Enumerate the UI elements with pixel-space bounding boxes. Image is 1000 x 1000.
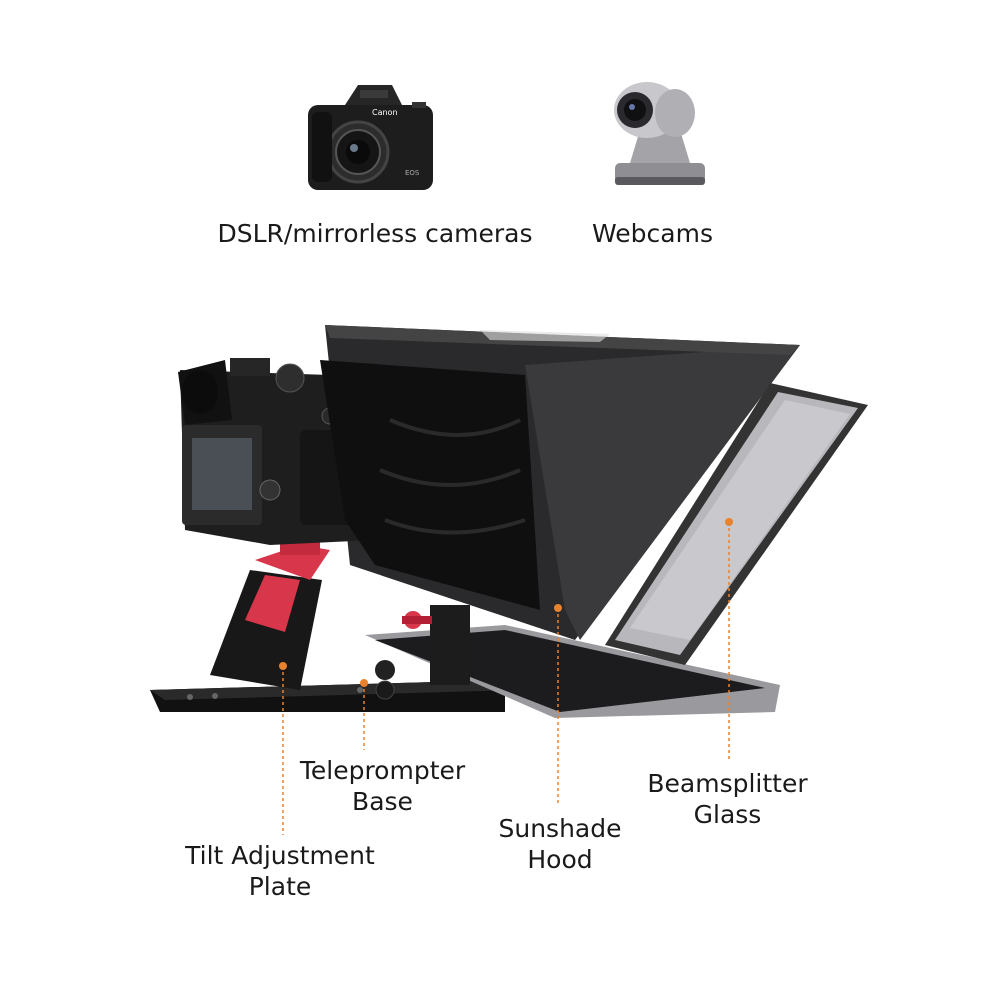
- sunshade-hood-line1: Sunshade: [498, 814, 622, 843]
- beamsplitter-label: Beamsplitter Glass: [640, 768, 815, 830]
- webcams-label: Webcams: [592, 219, 713, 248]
- teleprompter-base-label: Teleprompter Base: [290, 755, 475, 817]
- beamsplitter-line1: Beamsplitter: [647, 769, 808, 798]
- tilt-plate-line1: Tilt Adjustment: [185, 841, 375, 870]
- teleprompter-base-line1: Teleprompter: [299, 756, 466, 785]
- sunshade-hood-line2: Hood: [527, 845, 593, 874]
- svg-text:Canon: Canon: [372, 108, 398, 117]
- sunshade-hood-label: Sunshade Hood: [485, 813, 635, 875]
- ptz-webcam-icon: [605, 75, 710, 190]
- tilt-plate-line2: Plate: [248, 872, 312, 901]
- teleprompter-base-line2: Base: [352, 787, 413, 816]
- dslr-label: DSLR/mirrorless cameras: [217, 219, 533, 248]
- svg-text:EOS: EOS: [405, 169, 420, 177]
- tilt-plate-label: Tilt Adjustment Plate: [175, 840, 385, 902]
- beamsplitter-line2: Glass: [693, 800, 762, 829]
- dslr-camera-icon: Canon EOS: [300, 80, 440, 195]
